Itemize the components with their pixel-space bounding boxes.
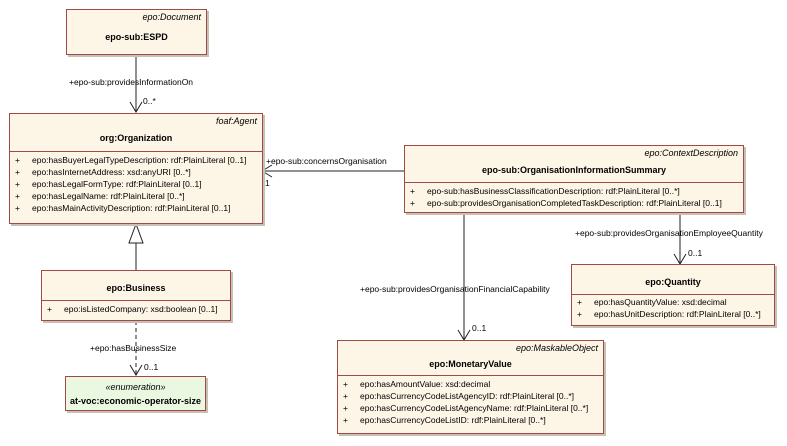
class-stereotype: epo:MaskableObject (515, 343, 598, 353)
association-multiplicity: 1 (265, 178, 270, 188)
class-separator (42, 300, 230, 301)
attribute-row: +epo:hasBuyerLegalTypeDescription: rdf:P… (15, 155, 247, 165)
association-label: +epo-sub:concernsOrganisation (266, 156, 387, 166)
class-organisation-information-summary[interactable]: epo:ContextDescription epo-sub:Organisat… (404, 145, 744, 213)
class-economic-operator-size-enumeration[interactable]: «enumeration» at-voc:economic-operator-s… (65, 376, 206, 411)
association-multiplicity: 0..* (143, 96, 156, 106)
attribute-row: +epo:hasInternetAddress: xsd:anyURI [0..… (15, 167, 191, 177)
class-organization[interactable]: foaf:Agent org:Organization +epo:hasBuye… (9, 113, 263, 224)
association-label: +epo:hasBusinessSize (90, 343, 177, 353)
class-monetary-value[interactable]: epo:MaskableObject epo:MonetaryValue +ep… (337, 340, 604, 434)
arrowhead-icon (129, 101, 143, 113)
attribute-row: +epo-sub:hasBusinessClassificationDescri… (410, 186, 680, 196)
attribute-row: +epo-sub:providesOrganisationCompletedTa… (410, 198, 722, 208)
class-business[interactable]: epo:Business +epo:isListedCompany: xsd:b… (41, 270, 231, 321)
class-stereotype: «enumeration» (105, 382, 166, 392)
generalization-arrow-icon (128, 222, 144, 244)
class-separator (10, 151, 262, 152)
attribute-list: +epo:hasBuyerLegalTypeDescription: rdf:P… (10, 154, 262, 214)
attribute-list: +epo:isListedCompany: xsd:boolean [0..1] (42, 303, 230, 315)
class-name: epo-sub:OrganisationInformationSummary (481, 165, 667, 175)
class-stereotype: epo:Document (142, 12, 201, 22)
attribute-row: +epo:hasMainActivityDescription: rdf:Pla… (15, 203, 231, 213)
arrowhead-icon (129, 364, 143, 376)
attribute-list: +epo:hasAmountValue: xsd:decimal +epo:ha… (338, 378, 603, 426)
class-name: epo:MonetaryValue (429, 359, 512, 369)
class-name: epo:Business (106, 283, 166, 293)
attribute-row: +epo:hasCurrencyCodeListAgencyID: rdf:Pl… (343, 391, 575, 401)
attribute-row: +epo:hasCurrencyCodeListID: rdf:PlainLit… (343, 415, 546, 425)
association-label: +epo-sub:providesOrganisationFinancialCa… (360, 284, 550, 294)
class-separator (338, 375, 603, 376)
attribute-list: +epo-sub:hasBusinessClassificationDescri… (405, 185, 743, 209)
attribute-row: +epo:hasQuantityValue: xsd:decimal (577, 297, 727, 307)
class-name: epo:Quantity (645, 277, 701, 287)
attribute-row: +epo:isListedCompany: xsd:boolean [0..1] (47, 304, 218, 314)
association-label: +epo-sub:providesOrganisationEmployeeQua… (575, 228, 763, 238)
class-name: at-voc:economic-operator-size (69, 396, 202, 406)
class-separator (405, 182, 743, 183)
association-multiplicity: 0..1 (144, 362, 159, 372)
association-multiplicity: 0..1 (472, 323, 487, 333)
class-espd[interactable]: epo:Document epo-sub:ESPD (66, 9, 207, 55)
class-name: epo-sub:ESPD (105, 32, 168, 42)
attribute-row: +epo:hasLegalFormType: rdf:PlainLiteral … (15, 179, 202, 189)
attribute-list: +epo:hasQuantityValue: xsd:decimal +epo:… (572, 296, 774, 320)
class-stereotype: epo:ContextDescription (644, 148, 738, 158)
class-quantity[interactable]: epo:Quantity +epo:hasQuantityValue: xsd:… (571, 264, 775, 326)
attribute-row: +epo:hasCurrencyCodeListAgencyName: rdf:… (343, 403, 589, 413)
attribute-row: +epo:hasAmountValue: xsd:decimal (343, 379, 491, 389)
attribute-row: +epo:hasLegalName: rdf:PlainLiteral [0..… (15, 191, 185, 201)
association-multiplicity: 0..1 (688, 248, 703, 258)
class-name: org:Organization (99, 133, 173, 143)
attribute-row: +epo:hasUnitDescription: rdf:PlainLitera… (577, 309, 761, 319)
association-label: +epo-sub:providesInformationOn (69, 77, 194, 87)
class-stereotype: foaf:Agent (215, 116, 257, 126)
class-separator (572, 294, 774, 295)
